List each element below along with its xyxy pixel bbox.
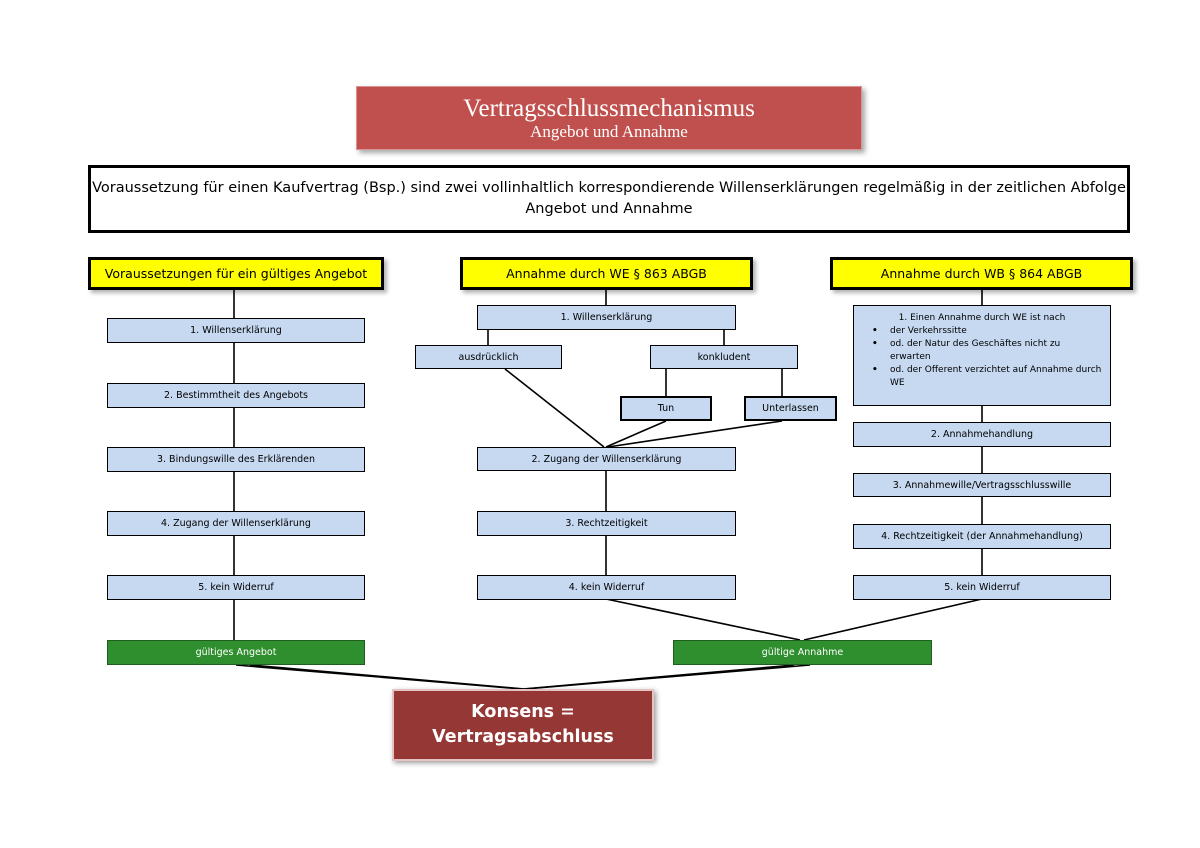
- right-step-1-list: der Verkehrssitte od. der Natur des Gesc…: [862, 325, 1102, 390]
- connector-offer-consensus-a: [235, 664, 523, 690]
- mid-step-4: 4. kein Widerruf: [477, 575, 736, 600]
- header-acceptance-conduct: Annahme durch WB § 864 ABGB: [830, 257, 1133, 290]
- mid-step-1: 1. Willenserklärung: [477, 305, 736, 330]
- result-valid-acceptance: gültige Annahme: [673, 640, 932, 665]
- right-step-3: 3. Annahmewille/Vertragsschlusswille: [853, 473, 1111, 497]
- left-step-3: 3. Bindungswille des Erklärenden: [107, 447, 365, 472]
- header-valid-offer: Voraussetzungen für ein gültiges Angebot: [88, 257, 384, 290]
- right-step-5: 5. kein Widerruf: [853, 575, 1111, 600]
- intro-line-1: Voraussetzung für einen Kaufvertrag (Bsp…: [92, 180, 1126, 196]
- connector-explicit-receipt: [504, 368, 605, 448]
- connector-omission-receipt: [607, 420, 783, 448]
- mid-act: Tun: [620, 396, 712, 421]
- mid-implied: konkludent: [650, 345, 798, 369]
- left-step-1: 1. Willenserklärung: [107, 318, 365, 343]
- intro-statement: Voraussetzung für einen Kaufvertrag (Bsp…: [88, 165, 1130, 233]
- connector-act-receipt: [605, 420, 667, 448]
- page-subtitle: Angebot und Annahme: [530, 121, 688, 141]
- consensus-line-2: Vertragsabschluss: [432, 727, 614, 747]
- right-step-1-bullet: der Verkehrssitte: [872, 325, 1102, 338]
- consensus-result: Konsens = Vertragsabschluss: [392, 689, 654, 761]
- right-step-1: 1. Einen Annahme durch WE ist nach der V…: [853, 305, 1111, 406]
- right-step-1-bullet: od. der Natur des Geschäftes nicht zu er…: [872, 338, 1102, 364]
- connector-right-to-acceptance: [803, 598, 983, 641]
- consensus-line-1: Konsens =: [471, 702, 575, 722]
- right-step-4: 4. Rechtzeitigkeit (der Annahmehandlung): [853, 524, 1111, 549]
- connector-mid-to-acceptance: [605, 598, 801, 641]
- header-acceptance-declaration: Annahme durch WE § 863 ABGB: [460, 257, 753, 290]
- left-step-5: 5. kein Widerruf: [107, 575, 365, 600]
- mid-step-2: 2. Zugang der Willenserklärung: [477, 447, 736, 471]
- connector-acceptance-consensus-a: [522, 664, 795, 690]
- left-step-4: 4. Zugang der Willenserklärung: [107, 511, 365, 536]
- left-step-2: 2. Bestimmtheit des Angebots: [107, 383, 365, 408]
- connector-offer-consensus-b: [249, 664, 525, 690]
- right-step-1-head: 1. Einen Annahme durch WE ist nach: [898, 313, 1066, 323]
- page-title: Vertragsschlussmechanismus: [463, 94, 755, 122]
- intro-line-2: Angebot und Annahme: [525, 201, 693, 217]
- connector-acceptance-consensus-b: [524, 664, 811, 690]
- result-valid-offer: gültiges Angebot: [107, 640, 365, 665]
- mid-step-3: 3. Rechtzeitigkeit: [477, 511, 736, 536]
- right-step-2: 2. Annahmehandlung: [853, 422, 1111, 447]
- mid-omission: Unterlassen: [744, 396, 837, 421]
- mid-explicit: ausdrücklich: [415, 345, 562, 369]
- title-banner: Vertragsschlussmechanismus Angebot und A…: [356, 86, 862, 150]
- right-step-1-bullet: od. der Offerent verzichtet auf Annahme …: [872, 364, 1102, 390]
